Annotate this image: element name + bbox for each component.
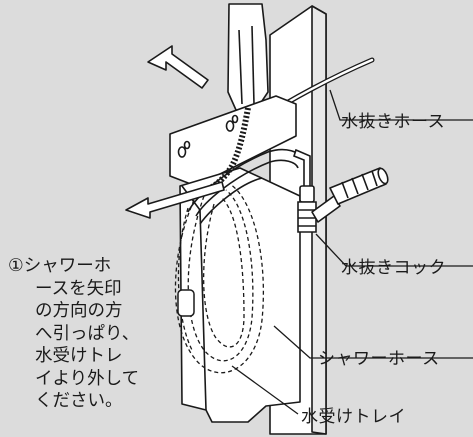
shower-hose-coils bbox=[174, 183, 265, 374]
pull-arrow-left bbox=[125, 181, 225, 219]
outlet-pipe bbox=[293, 148, 317, 233]
label-water-tray: 水受けトレイ bbox=[301, 407, 406, 427]
instruction-line: へ引っぱり、 bbox=[35, 323, 140, 344]
label-drain-cock: 水抜きコック bbox=[341, 258, 446, 278]
faucet-body bbox=[227, 3, 269, 111]
mounting-bracket bbox=[169, 95, 297, 187]
instruction-line: ください。 bbox=[35, 391, 123, 411]
label-drain-hose: 水抜きホース bbox=[341, 112, 446, 132]
leader-lines bbox=[231, 89, 473, 415]
instruction-line: ースを矢印 bbox=[35, 278, 122, 299]
drain-cock bbox=[311, 167, 389, 223]
pull-arrow-up bbox=[147, 45, 209, 89]
instruction-line: の方向の方 bbox=[35, 301, 123, 321]
instruction-text: ①シャワーホ ースを矢印 の方向の方 へ引っぱり、 水受けトレ イより外して く… bbox=[8, 255, 139, 413]
hose-coupling bbox=[177, 289, 195, 317]
instruction-line: イより外して bbox=[35, 368, 140, 389]
instruction-line: 水受けトレ bbox=[35, 346, 123, 366]
instruction-line: ①シャワーホ bbox=[8, 256, 112, 276]
water-tray-body bbox=[179, 167, 301, 423]
label-shower-hose: シャワーホース bbox=[318, 349, 440, 369]
